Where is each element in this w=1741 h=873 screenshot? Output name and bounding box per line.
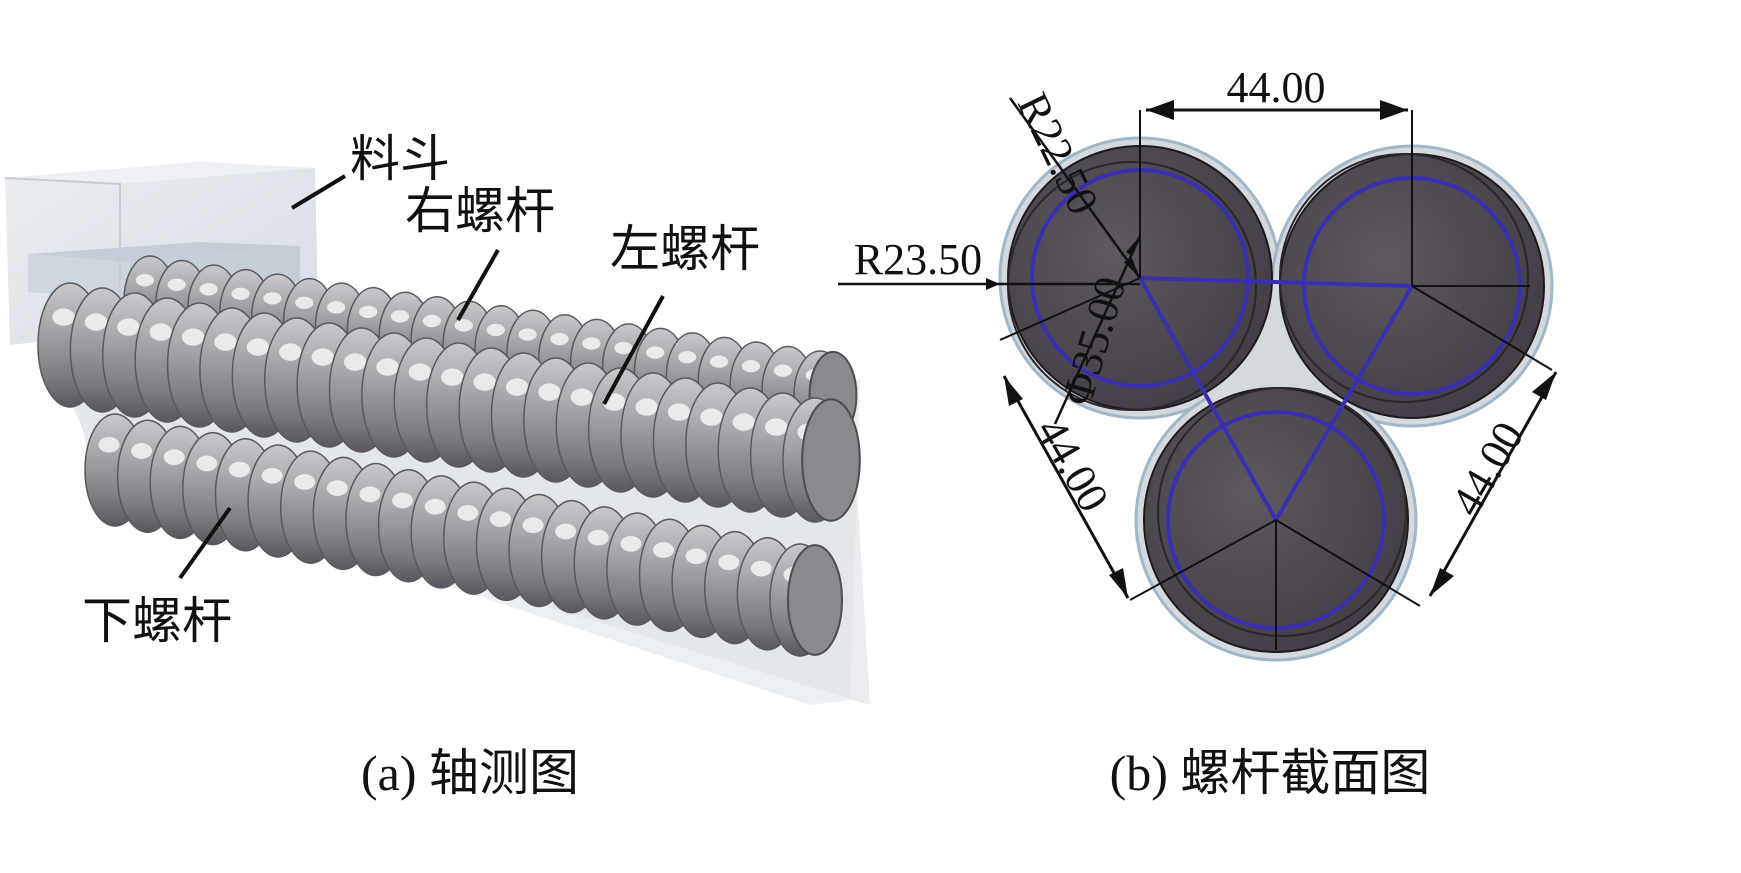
screw-highlight [196, 455, 218, 472]
right-screw-leader-line [456, 249, 500, 321]
screw-highlight [246, 338, 270, 356]
screw-highlight [700, 408, 723, 426]
isometric-view: 料斗 右螺杆 左螺杆 下螺杆 (a) 轴测图 [4, 131, 870, 801]
screw-highlight [486, 323, 505, 337]
screw-highlight [131, 443, 153, 459]
screw-highlight [327, 301, 346, 314]
screw-highlight [261, 467, 283, 484]
left-screw-label: 左螺杆 [610, 221, 760, 277]
screw-highlight [392, 492, 414, 509]
lower-screw-leader-line [178, 506, 232, 580]
screw-highlight [555, 523, 577, 540]
screw-highlight [135, 274, 154, 287]
screw-highlight [550, 332, 569, 346]
caption-b: (b) 螺杆截面图 [1110, 745, 1431, 801]
screw-highlight [422, 314, 442, 328]
screw-highlight [167, 278, 186, 291]
screw-highlight [614, 341, 633, 355]
screw-highlight [424, 498, 446, 515]
screw-highlight [181, 328, 205, 346]
screw-highlight [454, 319, 473, 332]
screw-highlight [709, 355, 729, 368]
screw-highlight [294, 474, 316, 490]
screw-highlight [473, 373, 496, 391]
screw-highlight [84, 313, 108, 331]
screw-highlight [199, 283, 218, 296]
screw-highlight [505, 378, 529, 396]
screw-highlight [343, 353, 367, 371]
center-triangle [999, 110, 1553, 650]
screw-highlight [522, 517, 544, 534]
left-screw-leader-line [602, 295, 665, 405]
spacing-left-label: 44.00 [1027, 410, 1119, 520]
lower-screw [84, 413, 843, 657]
screw-highlight [750, 560, 772, 577]
screw-highlight [570, 388, 594, 406]
screw-highlight [457, 505, 479, 521]
screw-highlight [741, 359, 761, 373]
screw-highlight [685, 548, 707, 565]
screw-highlight [376, 358, 399, 376]
screw-highlight [620, 536, 642, 552]
screw-highlight [163, 449, 185, 466]
lower-screw-label: 下螺杆 [82, 593, 232, 649]
caption-a: (a) 轴测图 [361, 745, 579, 801]
cross-section-view: R22.50 R23.50 Φ35.00 44.00 44.00 [838, 63, 1558, 801]
right-screw-label: 右螺杆 [405, 183, 555, 239]
screw-highlight [667, 403, 691, 421]
screw-highlight [279, 343, 302, 361]
screw-highlight [538, 383, 561, 401]
screw-highlight [646, 346, 665, 359]
screw-highlight [295, 296, 314, 309]
spacing-right-label: 44.00 [1441, 414, 1533, 524]
screw-highlight [678, 350, 697, 364]
screw-highlight [518, 328, 537, 341]
screw-highlight [326, 480, 348, 496]
hopper-leader-line [290, 174, 347, 210]
screw-highlight [441, 368, 464, 386]
screw-highlight [263, 292, 282, 305]
screw-highlight [214, 333, 237, 351]
spacing-top-dimension: 44.00 [1146, 63, 1408, 120]
screw-highlight [311, 348, 334, 366]
screw-highlight [732, 413, 756, 431]
screw-highlight [765, 418, 788, 436]
screw-highlight [390, 310, 410, 323]
r-inner-dimension: R23.50 [838, 235, 1140, 290]
screw-highlight [117, 318, 140, 336]
hopper-label: 料斗 [350, 131, 450, 187]
screw-highlight [653, 542, 675, 558]
screw-highlight [718, 554, 740, 571]
screw-end-face [801, 398, 861, 522]
screw-highlight [587, 529, 609, 546]
screw-group [37, 255, 861, 657]
screw-highlight [359, 305, 378, 319]
spacing-top-label: 44.00 [1227, 63, 1326, 112]
screw-highlight [359, 486, 381, 503]
screw-highlight [52, 308, 75, 326]
screw-highlight [582, 337, 601, 350]
screw-highlight [773, 364, 792, 377]
screw-highlight [149, 323, 172, 341]
screw-highlight [228, 461, 250, 478]
screw-highlight [635, 398, 658, 416]
r-inner-label: R23.50 [854, 235, 982, 284]
screw-highlight [489, 511, 511, 527]
screw-highlight [231, 287, 250, 300]
screw-end-face [787, 544, 843, 656]
screw-highlight [98, 436, 120, 453]
screw-highlight [408, 363, 432, 381]
